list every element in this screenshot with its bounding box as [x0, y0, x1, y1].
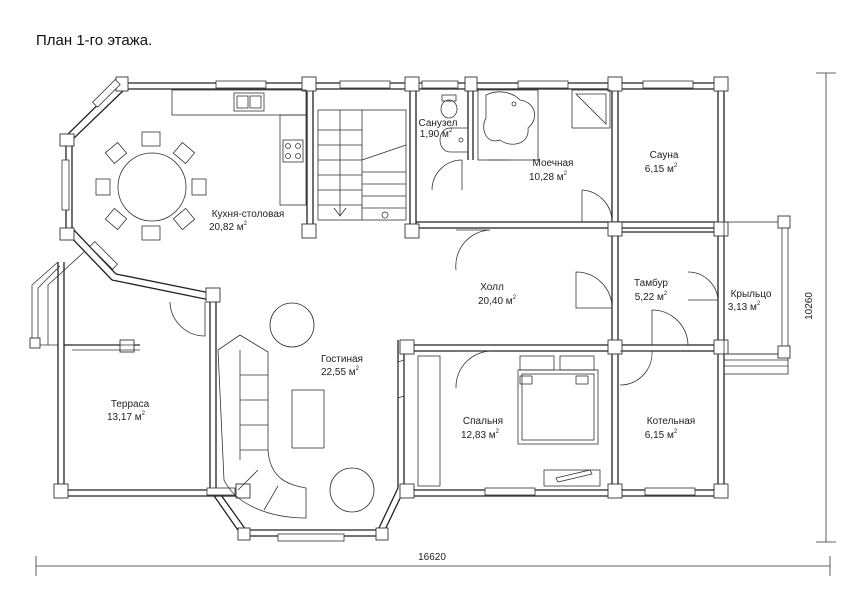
room-label-porch: Крыльцо 3,13 м2: [728, 289, 772, 313]
inner-walls: [64, 89, 718, 490]
room-label-terrace: Терраса 13,17 м2: [107, 399, 150, 423]
room-label-boiler: Котельная 6,15 м2: [645, 416, 695, 441]
room-area-bedroom: 12,83 м2: [461, 429, 500, 441]
bathroom-fixtures: [439, 94, 469, 153]
room-label-hall: Холл 20,40 м2: [478, 282, 517, 307]
outer-walls: [57, 82, 725, 537]
room-name-sauna: Сауна: [650, 150, 679, 161]
room-area-terrace: 13,17 м2: [107, 411, 146, 423]
room-area-bathroom: 1,90 м2: [420, 128, 453, 140]
room-area-washroom: 10,28 м2: [529, 171, 568, 183]
doors: [169, 159, 719, 389]
windows: [61, 78, 696, 542]
porch-frame: [723, 215, 791, 375]
dimension-height-label: 10260: [804, 292, 815, 320]
stairs: [317, 109, 407, 221]
bedroom-furniture: [397, 355, 601, 487]
room-name-bedroom: Спальня: [463, 416, 503, 427]
dimension-width-label: 16620: [418, 552, 446, 563]
room-area-porch: 3,13 м2: [728, 301, 761, 313]
room-name-living: Гостиная: [321, 354, 363, 365]
room-area-sauna: 6,15 м2: [645, 163, 678, 175]
living-furniture: [217, 302, 375, 519]
dimension-height: [816, 72, 836, 543]
room-label-bathroom: Санузел 1,90 м2: [419, 118, 458, 140]
room-area-hall: 20,40 м2: [478, 295, 517, 307]
room-label-vestibule: Тамбур 5,22 м2: [634, 277, 668, 303]
room-name-bathroom: Санузел: [419, 118, 458, 129]
room-label-washroom: Моечная 10,28 м2: [529, 158, 573, 183]
room-name-boiler: Котельная: [647, 416, 695, 427]
room-label-kitchen: Кухня-столовая 20,82 м2: [209, 209, 284, 233]
room-label-sauna: Сауна 6,15 м2: [645, 150, 679, 175]
room-area-living: 22,55 м2: [321, 366, 360, 378]
wall-posts: [53, 76, 729, 541]
room-name-vestibule: Тамбур: [634, 277, 668, 289]
kitchen-furniture: [95, 89, 307, 241]
room-area-boiler: 6,15 м2: [645, 429, 678, 441]
room-area-vestibule: 5,22 м2: [635, 291, 668, 303]
room-name-terrace: Терраса: [111, 399, 150, 410]
terrace-frame: [29, 251, 140, 351]
dimension-width: [35, 556, 831, 576]
room-name-kitchen: Кухня-столовая: [212, 209, 285, 220]
room-area-kitchen: 20,82 м2: [209, 221, 248, 233]
room-name-washroom: Моечная: [533, 158, 574, 169]
room-label-bedroom: Спальня 12,83 м2: [461, 416, 503, 441]
plan-title: План 1-го этажа.: [36, 32, 153, 49]
room-name-porch: Крыльцо: [731, 289, 772, 300]
washroom-fixtures: [477, 89, 611, 161]
room-name-hall: Холл: [480, 282, 504, 293]
room-label-living: Гостиная 22,55 м2: [321, 354, 363, 378]
